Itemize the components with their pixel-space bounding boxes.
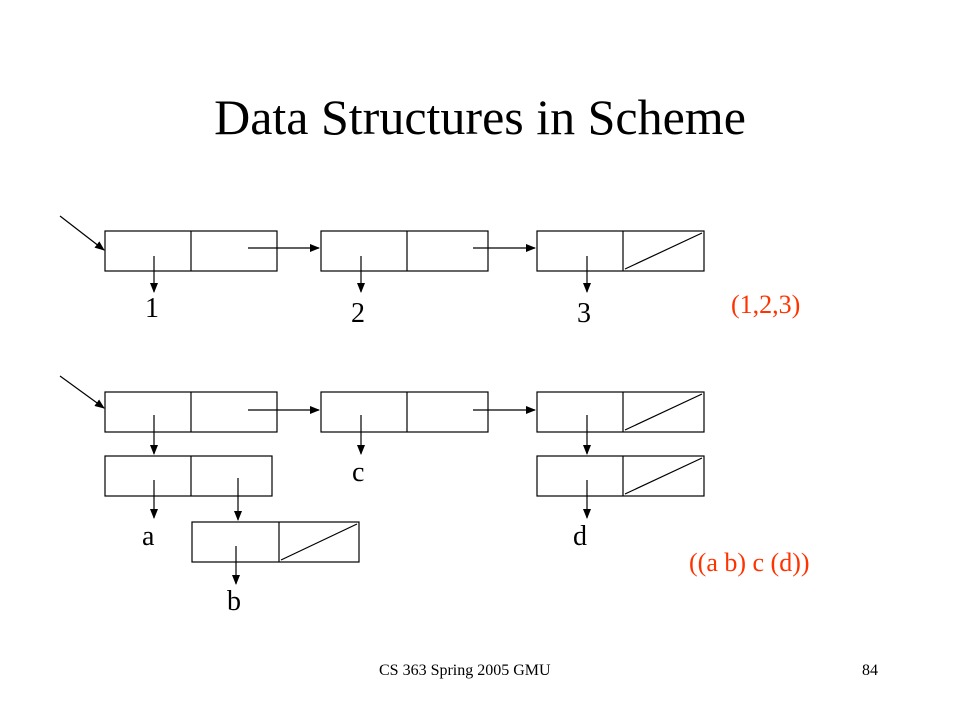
sublist-d-cell: [536, 455, 705, 497]
null-pointer-slash: [624, 393, 703, 431]
list1-cell-1: [104, 230, 278, 272]
atom-label-1: 1: [145, 293, 159, 324]
page-number: 84: [862, 662, 878, 679]
null-pointer-slash: [280, 523, 358, 561]
atom-label-b: b: [227, 586, 241, 617]
atom-label-d: d: [573, 521, 587, 552]
footer-course-label: CS 363 Spring 2005 GMU: [379, 662, 551, 679]
list1-pointer-arrow: [59, 215, 105, 251]
list1-result-label: (1,2,3): [731, 290, 800, 319]
list1-cell-2: [320, 230, 489, 272]
atom-label-c: c: [352, 457, 364, 488]
slide-title: Data Structures in Scheme: [214, 89, 746, 145]
list2-cell-2: [320, 391, 489, 433]
null-pointer-slash: [624, 457, 703, 495]
list2-cell-3: [536, 391, 705, 433]
list2-result-label: ((a b) c (d)): [689, 548, 810, 577]
null-pointer-slash: [624, 232, 703, 270]
sublist-ab-cell-2: [191, 521, 360, 563]
sublist-ab-cell-1: [104, 455, 273, 497]
atom-label-a: a: [142, 521, 155, 552]
list1-cell-3: [536, 230, 705, 272]
list2-pointer-arrow: [59, 375, 105, 409]
list2-cell-1: [104, 391, 278, 433]
atom-label-3: 3: [577, 298, 591, 329]
atom-label-2: 2: [351, 298, 365, 329]
